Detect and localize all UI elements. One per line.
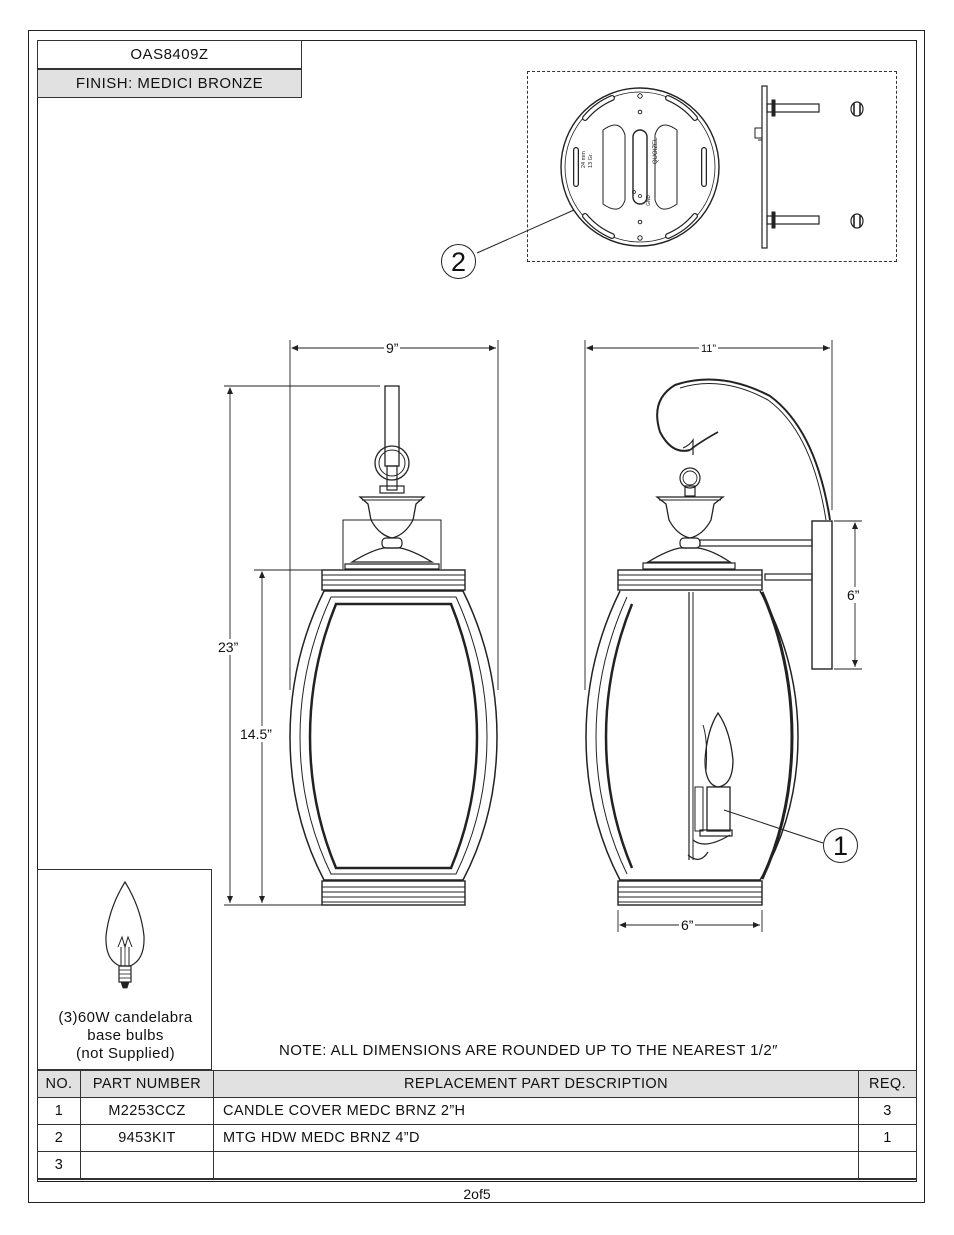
row-part-number: [80, 1151, 214, 1180]
row-no: 3: [37, 1151, 81, 1180]
mounting-plate-drawing: [560, 87, 720, 247]
replacement-parts-table: NO. PART NUMBER REPLACEMENT PART DESCRIP…: [37, 1070, 917, 1180]
bulb-info-box: (3)60W candelabra base bulbs (not Suppli…: [37, 869, 212, 1070]
row-part-number: 9453KIT: [80, 1124, 214, 1152]
plate-ground-text: GND: [646, 195, 652, 207]
bulb-line-2: base bulbs: [87, 1027, 164, 1044]
side-dimension-lines: [584, 340, 862, 932]
table-row: 3: [37, 1151, 917, 1180]
mounting-plate-side-drawing: [754, 85, 864, 249]
bulb-line-1: (3)60W candelabra: [58, 1009, 193, 1026]
plate-brand-text: QUOIZEL: [653, 137, 659, 164]
plate-size-a-text: 24 mm: [581, 151, 587, 168]
model-number: OAS8409Z: [37, 40, 302, 69]
finish-label: FINISH: MEDICI BRONZE: [37, 69, 302, 98]
dim-base-width: 6”: [679, 917, 696, 933]
page-frame-inner: [37, 40, 917, 1182]
fixture-side-view: [585, 378, 833, 906]
row-description: CANDLE COVER MEDC BRNZ 2”H: [213, 1097, 859, 1125]
bulb-description: (3)60W candelabra base bulbs (not Suppli…: [38, 1009, 213, 1063]
bulb-line-3: (not Supplied): [76, 1045, 175, 1062]
table-row: 1 M2253CCZ CANDLE COVER MEDC BRNZ 2”H 3: [37, 1097, 917, 1125]
mounting-kit-detail-box: [527, 71, 897, 262]
header-req: REQ.: [858, 1070, 917, 1098]
row-req: 1: [858, 1124, 917, 1152]
callout-1: 1: [823, 828, 858, 863]
callout-1-leader: [723, 809, 824, 844]
header-description: REPLACEMENT PART DESCRIPTION: [213, 1070, 859, 1098]
callout-2-leader: [476, 209, 575, 254]
row-description: MTG HDW MEDC BRNZ 4”D: [213, 1124, 859, 1152]
table-row: 2 9453KIT MTG HDW MEDC BRNZ 4”D 1: [37, 1124, 917, 1152]
row-req: [858, 1151, 917, 1180]
dim-front-width: 9”: [384, 340, 401, 356]
page-frame-outer: [28, 30, 925, 1203]
dim-body-height: 14.5”: [238, 726, 274, 742]
row-part-number: M2253CCZ: [80, 1097, 214, 1125]
dimensions-note: NOTE: ALL DIMENSIONS ARE ROUNDED UP TO T…: [279, 1042, 778, 1059]
row-description: [213, 1151, 859, 1180]
candelabra-bulb-icon: [105, 880, 145, 989]
dim-backplate-height: 6”: [845, 587, 862, 603]
header-no: NO.: [37, 1070, 81, 1098]
dim-side-width: 11”: [699, 341, 719, 357]
page-number: 2of5: [463, 1186, 491, 1202]
row-no: 2: [37, 1124, 81, 1152]
row-no: 1: [37, 1097, 81, 1125]
table-header-row: NO. PART NUMBER REPLACEMENT PART DESCRIP…: [37, 1070, 917, 1098]
plate-size-b-text: 13 Gr.: [588, 153, 594, 168]
dim-total-height: 23”: [216, 639, 241, 655]
row-req: 3: [858, 1097, 917, 1125]
callout-2: 2: [441, 244, 476, 279]
header-part-number: PART NUMBER: [80, 1070, 214, 1098]
fixture-front-view: [289, 385, 498, 906]
